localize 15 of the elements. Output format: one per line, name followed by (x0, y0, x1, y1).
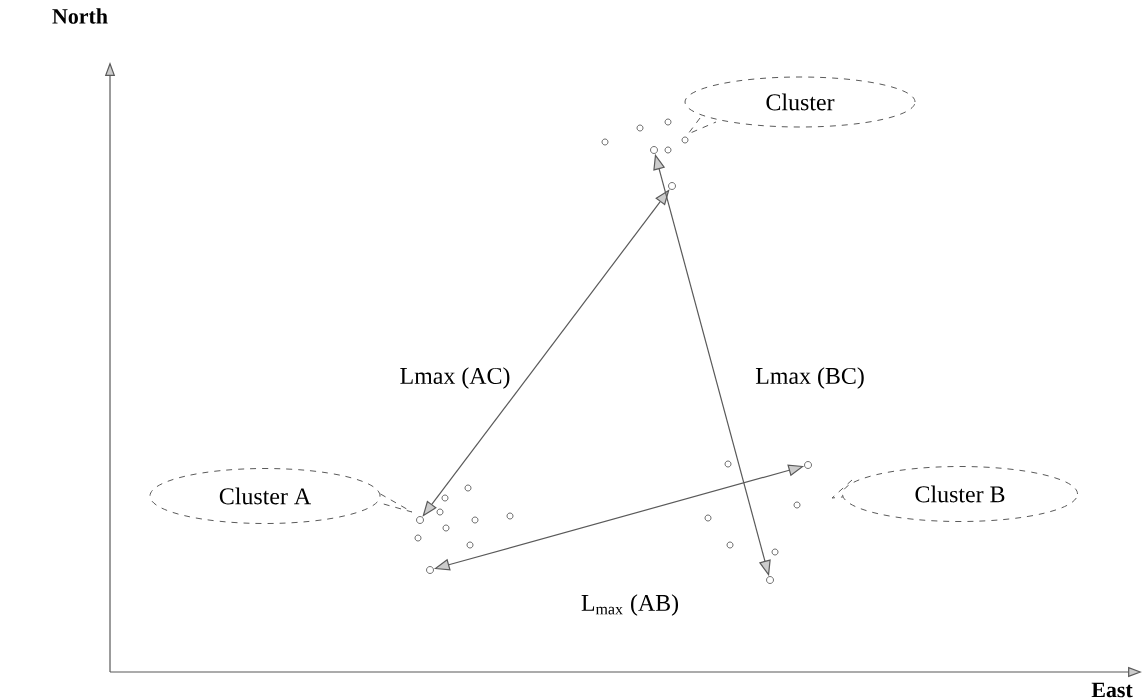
data-point (650, 146, 658, 154)
axis-label: North (52, 8, 108, 24)
edge-label: Lmax (AC) (397, 365, 513, 391)
callout-bubble: Cluster (684, 76, 916, 135)
edge-label: Lmax (BC) (753, 365, 867, 391)
data-point (766, 576, 774, 584)
data-point (804, 461, 812, 469)
callout-bubble: Cluster B (831, 466, 1078, 522)
callout-bubble: Cluster A (149, 468, 413, 524)
arrow (422, 189, 670, 517)
axis-label: East (1091, 682, 1133, 698)
data-point (426, 566, 434, 574)
data-point (668, 182, 676, 190)
edge-label: L$_{max}$ (AB) (578, 592, 682, 618)
data-point (416, 516, 424, 524)
